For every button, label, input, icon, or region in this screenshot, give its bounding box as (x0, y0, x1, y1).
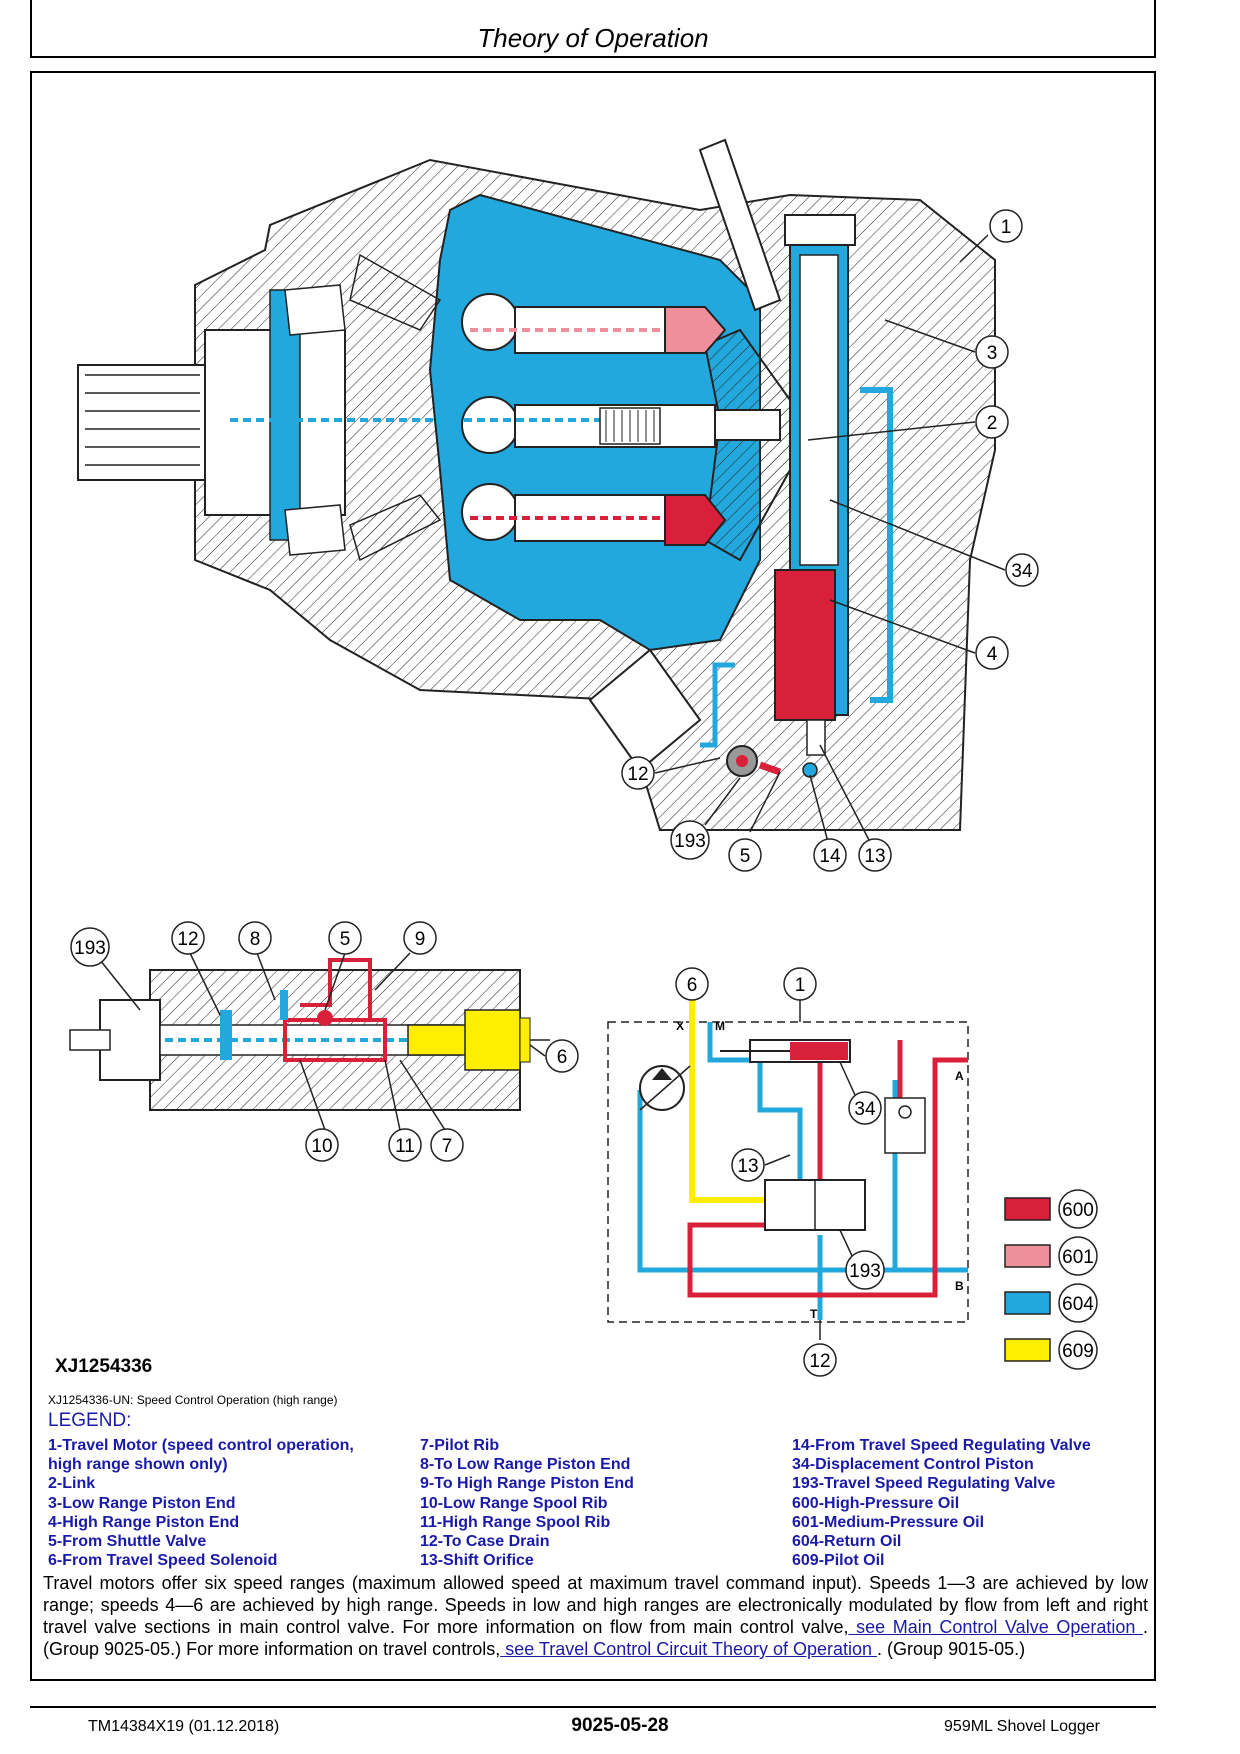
svg-text:12: 12 (627, 764, 648, 785)
legend-title: LEGEND: (48, 1410, 132, 1431)
main-control-valve-link[interactable]: see Main Control Valve Operation (848, 1617, 1143, 1637)
svg-text:7: 7 (442, 1136, 453, 1157)
svg-text:1: 1 (1001, 217, 1012, 238)
regulating-valve-section (69, 958, 550, 1111)
svg-text:11: 11 (395, 1136, 415, 1157)
legend-item: 600-High-Pressure Oil (792, 1494, 960, 1512)
svg-text:T: T (810, 1307, 818, 1321)
legend-item: 7-Pilot Rib (420, 1437, 500, 1454)
svg-text:10: 10 (311, 1136, 332, 1157)
legend-item: 609-Pilot Oil (792, 1552, 885, 1570)
callouts-top: 1 3 2 34 4 12 193 5 14 13 (621, 209, 1039, 872)
figure-frame (30, 71, 1156, 1681)
legend-item: 12-To Case Drain (420, 1533, 550, 1551)
svg-text:2: 2 (987, 413, 998, 434)
legend-item: 13-Shift Orifice (420, 1552, 534, 1570)
description-paragraph: Travel motors offer six speed ranges (ma… (43, 1572, 1148, 1660)
svg-text:9: 9 (415, 929, 426, 950)
description-text: . (Group 9015-05.) (877, 1639, 1026, 1659)
svg-text:4: 4 (987, 644, 998, 665)
legend-item: 3-Low Range Piston End (48, 1494, 236, 1512)
legend-item: 5-From Shuttle Valve (48, 1533, 207, 1551)
legend-item: 14-From Travel Speed Regulating Valve (792, 1437, 1091, 1454)
svg-text:193: 193 (849, 1261, 881, 1282)
footer-rule (30, 1706, 1156, 1708)
svg-text:34: 34 (1011, 561, 1033, 582)
legend-item: 8-To Low Range Piston End (420, 1456, 631, 1474)
legend-item: 604-Return Oil (792, 1533, 902, 1551)
legend-column-3: 14-From Travel Speed Regulating Valve 34… (792, 1436, 1091, 1570)
svg-text:M: M (715, 1019, 725, 1033)
legend-item: 10-Low Range Spool Rib (420, 1494, 608, 1512)
legend-column-1: 1-Travel Motor (speed control operation,… (48, 1436, 400, 1570)
figure-caption: XJ1254336-UN: Speed Control Operation (h… (48, 1393, 338, 1407)
legend-item: high range shown only) (48, 1456, 228, 1474)
svg-text:13: 13 (864, 846, 885, 867)
svg-text:609: 609 (1062, 1341, 1094, 1362)
footer-machine-name: 959ML Shovel Logger (944, 1718, 1100, 1735)
legend-item: 6-From Travel Speed Solenoid (48, 1552, 278, 1570)
hydraulic-schematic: X M A B T (607, 1000, 969, 1323)
svg-text:193: 193 (674, 831, 706, 852)
legend-item: 11-High Range Spool Rib (420, 1513, 611, 1531)
svg-text:12: 12 (809, 1351, 830, 1372)
legend-item: 2-Link (48, 1475, 96, 1493)
description-text: Travel motors offer six speed ranges (ma… (43, 1573, 1148, 1637)
legend-column-2: 7-Pilot Rib 8-To Low Range Piston End 9-… (420, 1436, 634, 1570)
footer-page-number: 9025-05-28 (571, 1715, 669, 1736)
svg-text:601: 601 (1062, 1247, 1094, 1268)
svg-text:3: 3 (987, 343, 998, 364)
figure-id: XJ1254336 (55, 1356, 153, 1377)
travel-control-circuit-link[interactable]: see Travel Control Circuit Theory of Ope… (500, 1639, 878, 1659)
svg-text:193: 193 (74, 938, 106, 959)
svg-text:5: 5 (740, 846, 751, 867)
svg-text:6: 6 (687, 975, 698, 996)
footer-doc-id: TM14384X19 (01.12.2018) (88, 1718, 280, 1735)
svg-text:6: 6 (557, 1047, 568, 1068)
legend-item: 34-Displacement Control Piston (792, 1456, 1034, 1474)
svg-text:A: A (955, 1069, 964, 1083)
svg-text:1: 1 (795, 975, 806, 996)
svg-text:13: 13 (737, 1156, 758, 1177)
legend-item: 9-To High Range Piston End (420, 1475, 634, 1493)
page-title: Theory of Operation (477, 23, 709, 53)
legend-item: 193-Travel Speed Regulating Valve (792, 1475, 1056, 1493)
description-text: . (Group 9025-05.) For more information … (43, 1617, 1148, 1659)
svg-text:5: 5 (340, 929, 351, 950)
svg-text:8: 8 (250, 929, 261, 950)
svg-text:34: 34 (854, 1099, 876, 1120)
svg-text:X: X (676, 1019, 684, 1033)
svg-text:12: 12 (177, 929, 198, 950)
svg-text:B: B (955, 1279, 964, 1293)
svg-text:604: 604 (1062, 1294, 1094, 1315)
callouts-schematic: 6 1 34 13 193 12 (675, 967, 885, 1377)
svg-text:600: 600 (1062, 1200, 1094, 1221)
color-key: 600 601 604 609 (1004, 1189, 1098, 1370)
svg-text:14: 14 (819, 846, 841, 867)
legend-item: 1-Travel Motor (speed control operation, (48, 1437, 354, 1454)
callouts-left: 193 12 8 5 9 6 10 11 7 (70, 921, 579, 1162)
header-box: Theory of Operation (30, 0, 1156, 58)
travel-motor-cutaway (77, 138, 996, 831)
legend-item: 601-Medium-Pressure Oil (792, 1513, 985, 1531)
legend-item: 4-High Range Piston End (48, 1513, 240, 1531)
